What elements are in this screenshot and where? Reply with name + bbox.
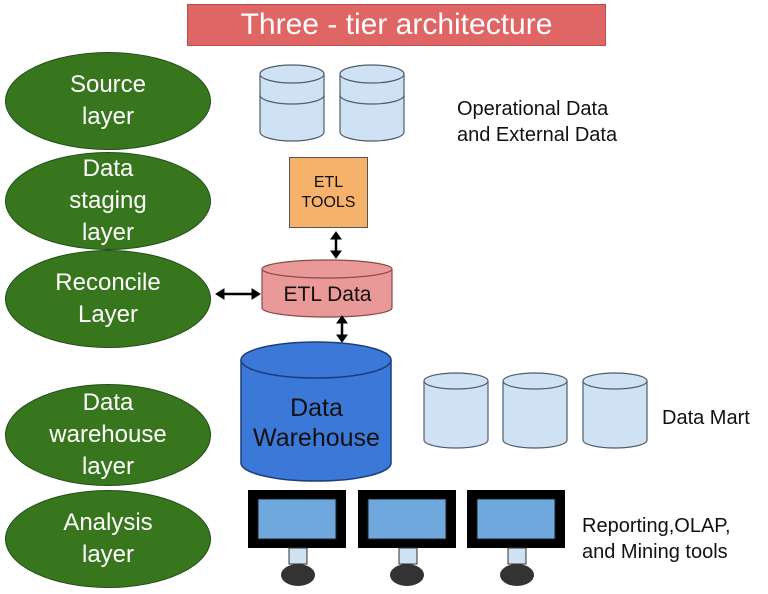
layer-label-line: Reconcile: [55, 269, 161, 296]
source-label-line: and External Data: [457, 124, 618, 146]
layer-analysis: Analysis layer: [5, 490, 211, 588]
etl-data-label: ETL Data: [283, 283, 372, 306]
layer-source: Source layer: [5, 52, 211, 150]
layer-label-line: Data: [82, 389, 134, 416]
layer-label-line: Source: [69, 71, 147, 98]
database-icon: [582, 372, 648, 449]
arrow-icon: [330, 231, 342, 259]
monitor-icon: [248, 490, 346, 586]
source-label-line: Operational Data: [457, 98, 609, 120]
etl-tools-line: TOOLS: [301, 193, 356, 211]
analysis-label-line: Reporting,OLAP,: [582, 515, 731, 537]
layer-label-line: layer: [81, 541, 135, 568]
data-mart-label: Data Mart: [662, 407, 750, 429]
database-icon: [339, 64, 405, 142]
database-icon: [259, 64, 325, 142]
layer-label-line: layer: [81, 219, 134, 246]
layer-data-warehouse: Data warehouse layer: [5, 384, 211, 486]
data-warehouse-cylinder: [240, 341, 392, 482]
arrow-icon: [336, 315, 348, 343]
layer-label-line: warehouse: [49, 421, 167, 448]
etl-tools-box: ETL TOOLS: [289, 157, 368, 228]
layer-label-line: Analysis: [63, 509, 153, 536]
etl-tools-line: ETL: [313, 173, 344, 191]
data-warehouse-label: Data Warehouse: [242, 393, 391, 453]
layer-label-line: layer: [81, 103, 134, 130]
etl-data-cylinder: [261, 259, 393, 318]
layer-label-line: Data: [82, 155, 134, 182]
arrow-icon: [215, 288, 261, 300]
diagram-title: Three - tier architecture: [187, 4, 606, 46]
layer-reconcile: Reconcile Layer: [5, 250, 211, 348]
analysis-tools-label: Reporting,OLAP, and Mining tools: [582, 513, 731, 565]
database-icon: [423, 372, 489, 449]
source-data-label: Operational Data and External Data: [457, 96, 617, 148]
layer-data-staging: Data staging layer: [5, 152, 211, 250]
analysis-label-line: and Mining tools: [582, 541, 728, 563]
layer-label-line: layer: [81, 453, 134, 480]
database-icon: [502, 372, 568, 449]
warehouse-label-line: Warehouse: [253, 424, 380, 452]
warehouse-label-line: Data: [290, 394, 343, 422]
layer-label-line: Layer: [77, 301, 139, 328]
monitor-icon: [467, 490, 565, 586]
layer-label-line: staging: [69, 187, 147, 214]
monitor-icon: [358, 490, 456, 586]
